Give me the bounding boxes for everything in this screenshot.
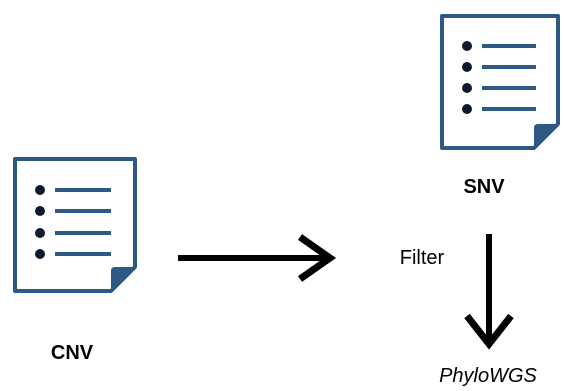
bullet-icon [35, 249, 45, 259]
arrow-right-icon [178, 234, 337, 282]
arrow-down-icon [464, 234, 514, 350]
bullet-icon [462, 104, 472, 114]
filter-label: Filter [400, 247, 445, 269]
cnv-label: CNV [51, 342, 94, 364]
bullet-icon [462, 41, 472, 51]
bullet-icon [35, 185, 45, 195]
bullet-icon [462, 62, 472, 72]
bullet-icon [462, 83, 472, 93]
bullet-icon [35, 206, 45, 216]
phylowgs-label: PhyloWGS [439, 365, 537, 387]
snv-document-icon [440, 14, 560, 150]
snv-label: SNV [463, 176, 505, 198]
bullet-icon [35, 228, 45, 238]
cnv-document-icon [13, 157, 137, 293]
